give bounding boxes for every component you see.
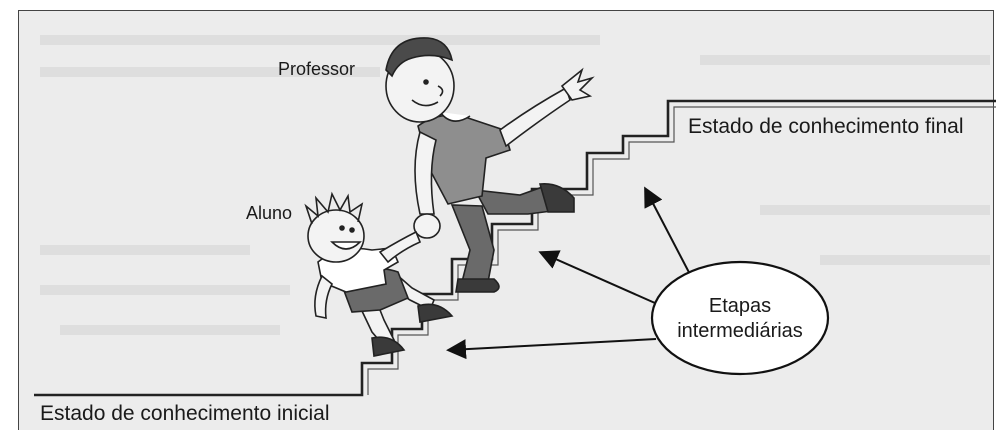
- arrow-to-upper-step: [644, 186, 695, 283]
- aluno-label: Aluno: [246, 203, 293, 223]
- intermediate-steps-label: Etapas intermediárias: [658, 294, 822, 344]
- intermediate-steps-line1: Etapas: [708, 295, 772, 317]
- teacher-figure-icon: [385, 37, 595, 293]
- arrow-to-middle-step: [538, 250, 665, 308]
- arrow-to-lower-step: [446, 338, 657, 360]
- initial-state-label: Estado de conhecimento inicial: [40, 402, 330, 425]
- intermediate-steps-ellipse: [650, 260, 830, 376]
- background-texture: [40, 35, 990, 335]
- student-figure-icon: [304, 191, 454, 357]
- staircase-inner: [367, 106, 996, 395]
- final-state-label: Estado de conhecimento final: [688, 115, 964, 138]
- intermediate-steps-line2: intermediárias: [677, 320, 803, 342]
- professor-label: Professor: [278, 59, 356, 79]
- figure-frame: [18, 10, 994, 430]
